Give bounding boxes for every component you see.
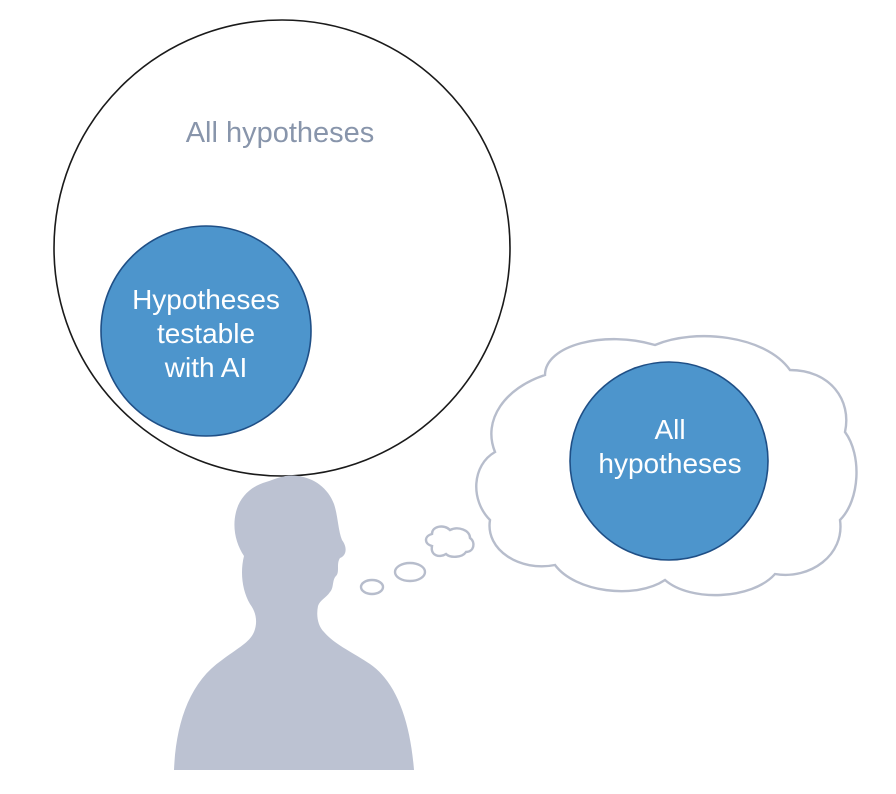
outer-circle-label: All hypotheses [185,117,375,149]
inner-circle-testable-with-ai [100,225,312,437]
thought-bubble-large [424,525,475,558]
thought-circle-all-hypotheses [569,361,769,561]
thought-circle-label: All hypotheses [598,414,742,480]
outer-circle-all-hypotheses [53,19,511,477]
inner-circle-label: Hypotheses testable with AI [132,284,280,384]
person-silhouette-icon [174,475,414,770]
thought-bubble-small [359,578,385,596]
thought-bubble-medium [393,561,427,583]
